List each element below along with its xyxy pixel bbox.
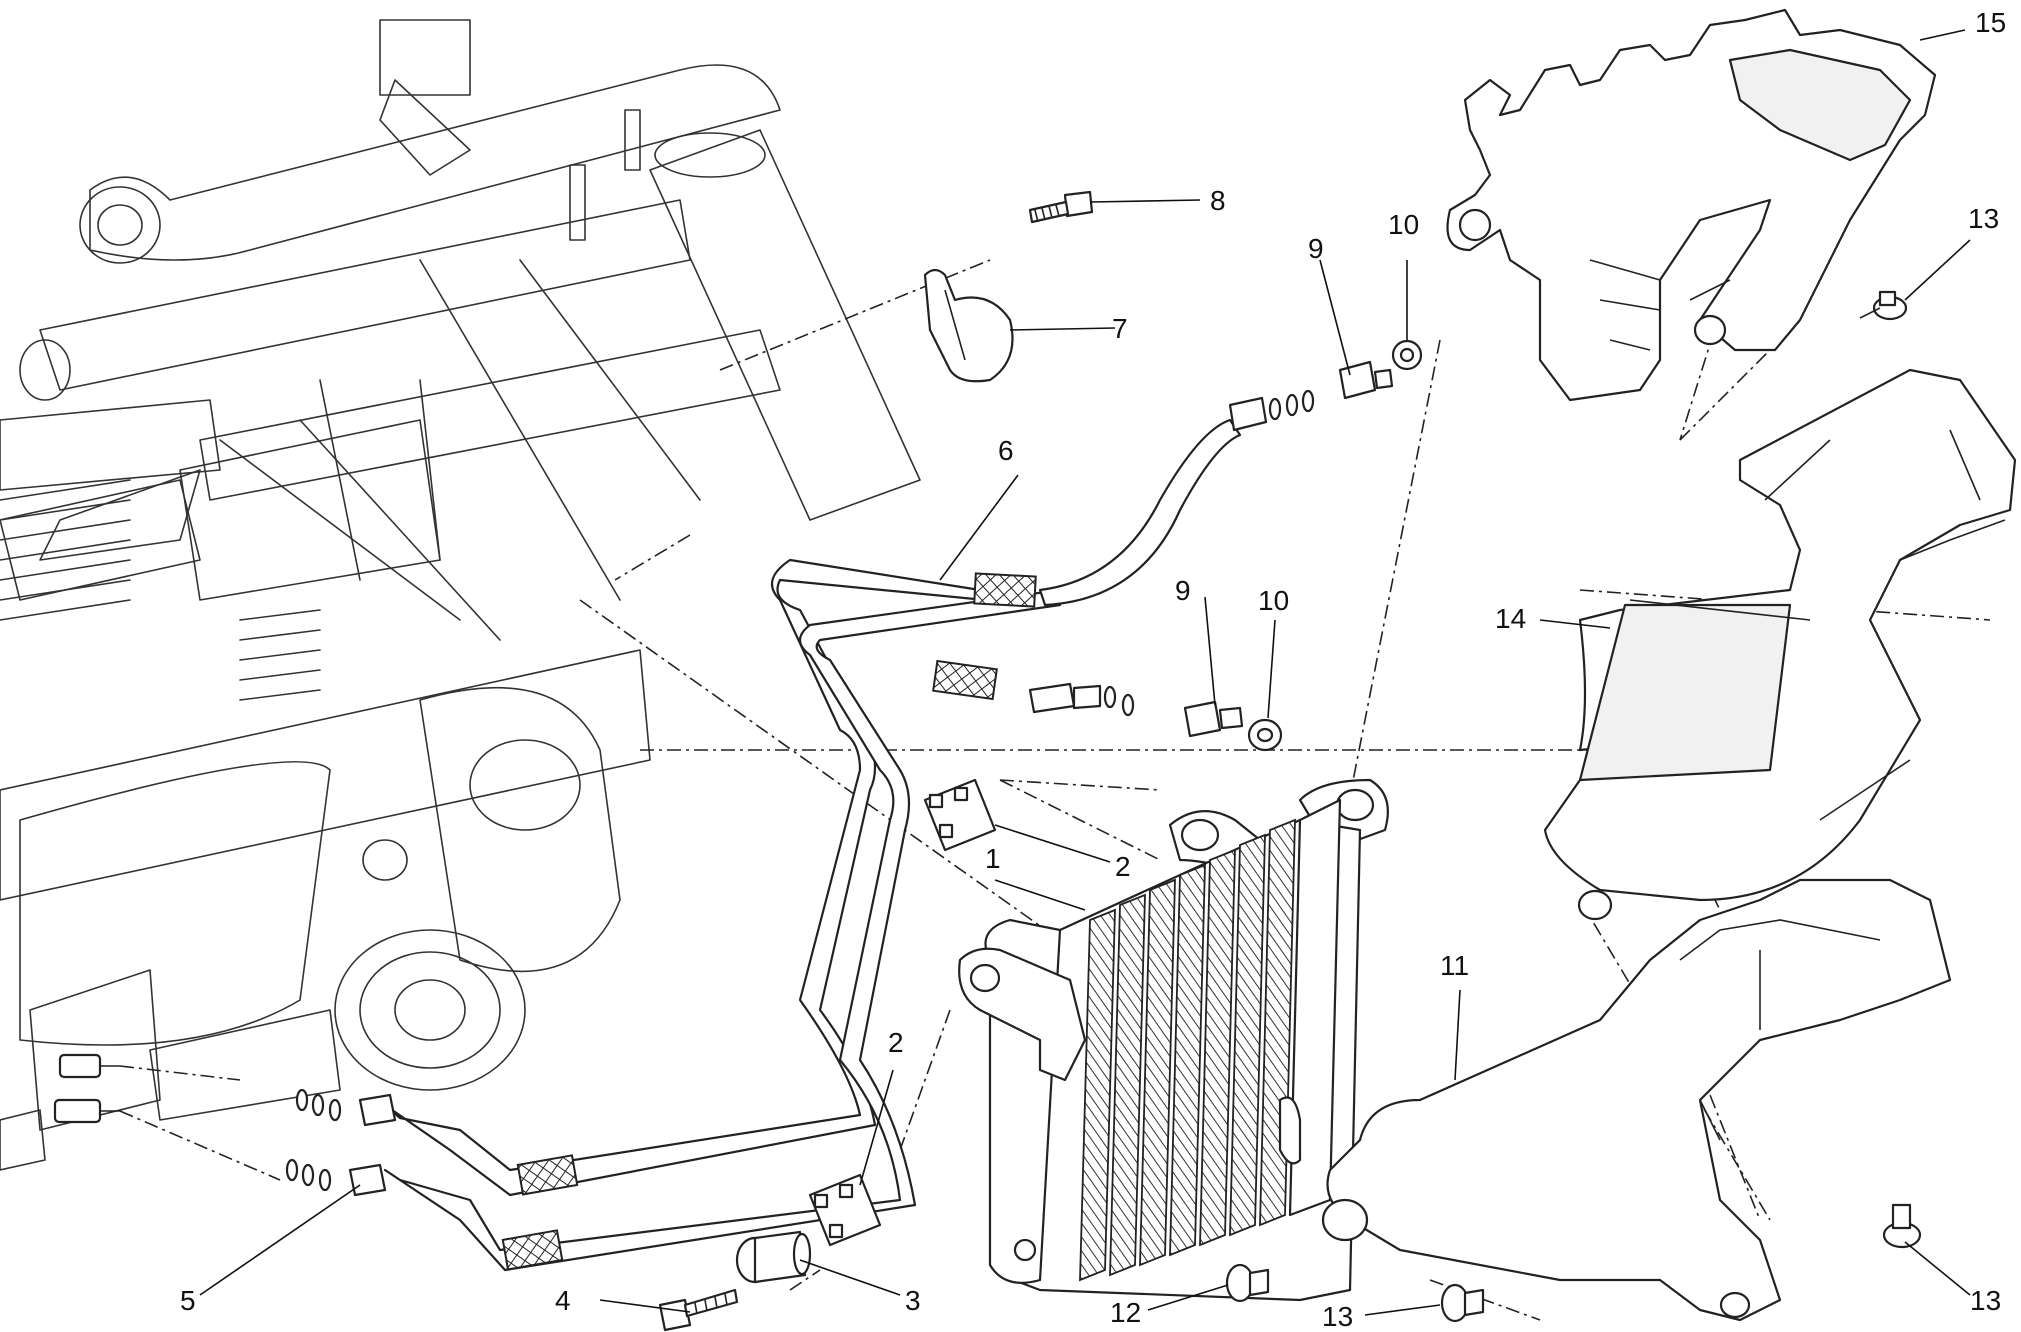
callout-6: 6 <box>998 435 1014 466</box>
callout-2-lower: 2 <box>888 1027 904 1058</box>
spacer <box>735 1230 812 1284</box>
callout-12: 12 <box>1110 1297 1141 1328</box>
callout-14: 14 <box>1495 603 1526 634</box>
callout-1: 1 <box>985 843 1001 874</box>
hose-end-fittings <box>285 389 1315 1197</box>
sealing-washer-upper <box>1391 339 1423 371</box>
callout-3: 3 <box>905 1285 921 1316</box>
callout-13-top: 13 <box>1968 203 1999 234</box>
clamp-screw <box>1028 190 1094 224</box>
callout-10-lower: 10 <box>1258 585 1289 616</box>
callout-5: 5 <box>180 1285 196 1316</box>
oil-cooler-hoses <box>285 389 1315 1272</box>
callout-13-right: 13 <box>1970 1285 2001 1316</box>
screw-13-bottom <box>1440 1283 1485 1323</box>
callout-2-upper: 2 <box>1115 851 1131 882</box>
callout-8: 8 <box>1210 185 1226 216</box>
callout-leaders <box>199 29 1971 1316</box>
mounting-bolt <box>658 1288 739 1332</box>
screw-13-right <box>1882 1203 1922 1249</box>
screw-13-top <box>1859 290 1908 321</box>
lower-radiator-shroud <box>1543 368 2017 921</box>
rubber-grommet-lower <box>808 1173 882 1247</box>
callout-9-upper: 9 <box>1308 233 1324 264</box>
screw-12 <box>1225 1263 1270 1303</box>
callout-15: 15 <box>1975 7 2006 38</box>
upper-radiator-shroud <box>1446 8 1937 402</box>
callout-9-lower: 9 <box>1175 575 1191 606</box>
callout-13-bottom: 13 <box>1322 1301 1353 1332</box>
motorcycle-frame <box>0 19 921 1171</box>
callout-4: 4 <box>555 1285 571 1316</box>
oil-cooler <box>958 778 1389 1302</box>
hose-clamp <box>923 268 1014 383</box>
callout-labels: 15 13 8 7 9 10 6 9 10 14 2 1 2 3 4 5 11 … <box>180 7 2006 1332</box>
union-fitting-lower <box>1183 700 1244 738</box>
callout-7: 7 <box>1112 313 1128 344</box>
callout-10-upper: 10 <box>1388 209 1419 240</box>
rubber-grommet-upper <box>923 778 997 852</box>
lower-air-duct <box>1321 878 1952 1322</box>
callout-11: 11 <box>1440 950 1469 981</box>
sealing-washer-lower <box>1247 718 1283 752</box>
